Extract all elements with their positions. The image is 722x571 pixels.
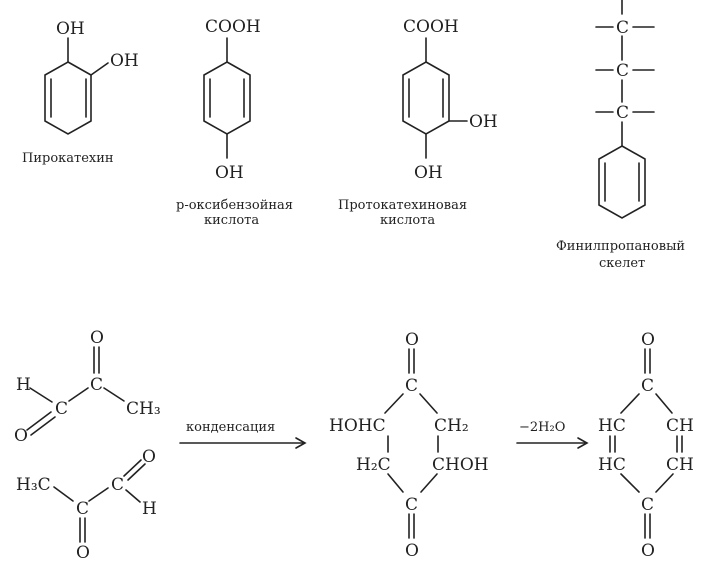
intermediate-c-bottom: C (405, 495, 418, 515)
product-c-top: C (641, 376, 654, 396)
product-bond (655, 473, 674, 493)
reactant2-bond (53, 486, 74, 502)
reactant2-c-bottom: C (76, 499, 89, 519)
reactant-1: H C O C O CH₃ (14, 328, 161, 446)
pyrocatechol: OH OH Пирокатехин (22, 19, 139, 166)
product-bond (655, 393, 673, 414)
reactant2-o-right: O (142, 447, 156, 467)
product-hc-bottom: HC (598, 455, 626, 475)
pyrocatechol-name: Пирокатехин (22, 151, 114, 166)
skeleton-carbon-2: C (616, 61, 629, 81)
protocatechuic-acid: COOH OH OH Протокатехиновая кислота (338, 17, 498, 228)
condensation-label: конденсация (186, 420, 275, 435)
dehydration-label: −2H₂O (519, 420, 565, 435)
product-bond (620, 473, 640, 493)
intermediate: O C HOHC CH₂ H₂C CHOH C O (329, 330, 489, 561)
reactant1-o-left: O (14, 426, 28, 446)
hydroxybenzoic-cooh: COOH (205, 17, 261, 37)
reactant2-bond (125, 489, 141, 503)
skeleton-name-line1: Финилпропановый (556, 239, 685, 254)
protocatechuic-oh-bottom: OH (414, 163, 443, 183)
reactant1-c-left: C (55, 399, 68, 419)
reactant-2: H₃C C O H C O (16, 447, 157, 563)
intermediate-chhoh: CHOH (432, 455, 489, 475)
intermediate-h2c: H₂C (356, 455, 391, 475)
intermediate-hohc: HOHC (329, 416, 386, 436)
reactant1-bond (68, 387, 89, 402)
skeleton-name-line2: скелет (599, 256, 645, 271)
reactant2-o-bottom: O (76, 543, 90, 563)
skeleton-carbon-1: C (616, 18, 629, 38)
protocatechuic-name-line1: Протокатехиновая (338, 198, 467, 213)
protocatechuic-ring (402, 61, 450, 135)
condensation-arrow: конденсация (179, 420, 307, 449)
reactant2-bond (88, 487, 109, 502)
reactant2-double-bond (127, 463, 146, 481)
skeleton-carbon-3: C (616, 103, 629, 123)
pyrocatechol-oh-bond (90, 62, 109, 76)
protocatechuic-cooh: COOH (403, 17, 459, 37)
reactant1-o-top: O (90, 328, 104, 348)
hydroxybenzoic-oh: OH (215, 163, 244, 183)
hydroxybenzoic-ring (203, 61, 251, 135)
hydroxybenzoic-name-line2: кислота (204, 213, 259, 228)
intermediate-bond (384, 393, 404, 414)
intermediate-bond (420, 473, 438, 493)
product-bond (620, 393, 640, 414)
hydroxybenzoic-acid: COOH OH р-оксибензойная кислота (176, 17, 293, 228)
reactant1-ch3: CH₃ (126, 399, 161, 419)
skeleton-ring (598, 145, 646, 219)
pyrocatechol-oh-right: OH (110, 51, 139, 71)
dehydration-arrow: −2H₂O (516, 420, 589, 449)
hydroxybenzoic-name-line1: р-оксибензойная (176, 198, 293, 213)
reactant2-double-bond (123, 459, 142, 477)
intermediate-ch2-top: CH₂ (434, 416, 469, 436)
protocatechuic-oh-side: OH (469, 112, 498, 132)
reactant1-double-bond (30, 416, 56, 436)
product-o-bottom: O (641, 541, 655, 561)
reactant1-c-right: C (90, 375, 103, 395)
product-hc-top: HC (598, 416, 626, 436)
product-c-bottom: C (641, 495, 654, 515)
product-ch-top: CH (666, 416, 694, 436)
reactant1-h: H (16, 375, 31, 395)
intermediate-o-top: O (405, 330, 419, 350)
product-o-top: O (641, 330, 655, 350)
phenylpropane-skeleton: C C C Финилпропановый скелет (556, 0, 685, 271)
arrow-head (577, 437, 589, 449)
reactant1-bond (29, 387, 53, 403)
reactant2-c-right: C (111, 475, 124, 495)
product: O C HC CH HC CH C O (598, 330, 694, 561)
reactant2-h: H (142, 499, 157, 519)
reactant1-double-bond (26, 411, 52, 431)
intermediate-bond (419, 393, 438, 414)
reactant1-bond (103, 387, 125, 402)
pyrocatechol-oh-top: OH (56, 19, 85, 39)
product-ch-bottom: CH (666, 455, 694, 475)
intermediate-c-top: C (405, 376, 418, 396)
protocatechuic-name-line2: кислота (380, 213, 435, 228)
intermediate-o-bottom: O (405, 541, 419, 561)
arrow-head (295, 437, 307, 449)
reactant2-h3c: H₃C (16, 475, 51, 495)
pyrocatechol-ring (44, 61, 92, 135)
intermediate-bond (387, 473, 404, 493)
